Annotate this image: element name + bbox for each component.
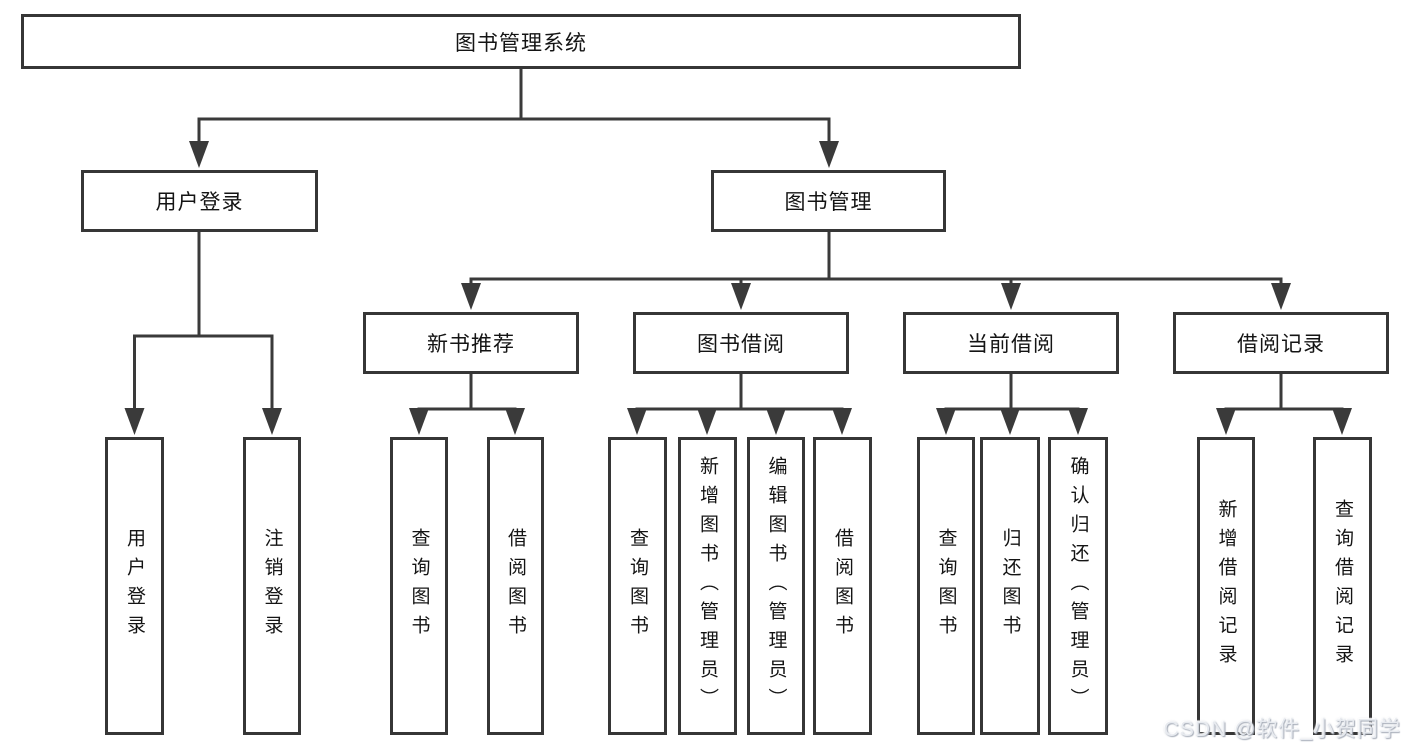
node-label: 新增图书（管理员）	[697, 455, 718, 717]
node-label: 查询图书	[627, 528, 648, 644]
connector-book-management-branch	[469, 232, 1283, 293]
node-label: 借阅图书	[505, 528, 526, 644]
connector-user-login-branch	[133, 232, 274, 418]
connector-current-borrow-branch	[944, 374, 1080, 418]
node-book-borrow: 图书借阅	[633, 312, 849, 374]
arrow-icon	[1271, 283, 1291, 310]
node-label: 当前借阅	[967, 333, 1055, 356]
node-current-borrow: 当前借阅	[903, 312, 1119, 374]
arrow-icon	[262, 408, 282, 435]
arrow-icon	[627, 408, 647, 435]
leaf-query-books: 查询图书	[608, 437, 667, 735]
arrow-icon	[832, 408, 852, 435]
node-label: 图书管理	[784, 191, 873, 214]
node-label: 注销登录	[261, 528, 283, 644]
arrow-icon	[124, 408, 145, 435]
arrow-icon	[731, 283, 751, 310]
arrow-icon	[1216, 408, 1236, 435]
node-root-system: 图书管理系统	[21, 14, 1021, 69]
connector-borrow-records-branch	[1224, 374, 1344, 418]
arrow-icon	[936, 408, 956, 435]
connector-root-to-level2	[197, 68, 831, 150]
leaf-confirm-return-admin: 确认归还（管理员）	[1048, 437, 1108, 735]
leaf-return-books: 归还图书	[980, 437, 1040, 735]
arrow-icon	[819, 141, 839, 168]
leaf-query-borrow-record: 查询借阅记录	[1313, 437, 1372, 735]
leaf-user-login: 用户登录	[105, 437, 164, 735]
csdn-watermark: CSDN @软件_小贺同学	[1163, 718, 1401, 741]
node-label: 新书推荐	[427, 333, 515, 356]
arrow-icon	[505, 408, 525, 435]
node-label: 借阅图书	[832, 528, 853, 644]
arrow-icon	[409, 408, 429, 435]
arrow-icon	[697, 408, 717, 435]
leaf-edit-books-admin: 编辑图书（管理员）	[747, 437, 805, 735]
node-user-login: 用户登录	[81, 170, 318, 232]
node-label: 新增借阅记录	[1215, 499, 1237, 673]
arrow-icon	[461, 283, 481, 310]
node-label: 用户登录	[124, 528, 145, 644]
node-borrow-records: 借阅记录	[1173, 312, 1389, 374]
arrow-icon	[1068, 408, 1088, 435]
node-label: 图书借阅	[697, 333, 785, 356]
node-label: 编辑图书（管理员）	[765, 455, 787, 717]
node-label: 查询借阅记录	[1332, 499, 1353, 673]
node-label: 归还图书	[999, 528, 1021, 644]
node-label: 图书管理系统	[455, 31, 587, 55]
node-label: 确认归还（管理员）	[1067, 455, 1089, 717]
node-label: 查询图书	[935, 528, 957, 644]
leaf-query-books: 查询图书	[917, 437, 975, 735]
node-label: 查询图书	[408, 528, 430, 644]
node-label: 借阅记录	[1237, 333, 1325, 356]
node-new-book-recommend: 新书推荐	[363, 312, 579, 374]
connector-book-borrow-branch	[635, 374, 844, 418]
node-label: 用户登录	[155, 191, 244, 214]
arrow-icon	[1001, 283, 1021, 310]
leaf-borrow-books: 借阅图书	[813, 437, 872, 735]
connector-new-book-recommend-branch	[417, 374, 517, 418]
arrow-icon	[766, 408, 786, 435]
arrow-icon	[1000, 408, 1020, 435]
leaf-query-books: 查询图书	[390, 437, 448, 735]
leaf-add-books-admin: 新增图书（管理员）	[678, 437, 737, 735]
leaf-borrow-books: 借阅图书	[487, 437, 544, 735]
leaf-add-borrow-record: 新增借阅记录	[1197, 437, 1255, 735]
leaf-logout: 注销登录	[243, 437, 301, 735]
arrow-icon	[189, 141, 209, 168]
arrow-icon	[1332, 408, 1352, 435]
node-book-management: 图书管理	[711, 170, 946, 232]
